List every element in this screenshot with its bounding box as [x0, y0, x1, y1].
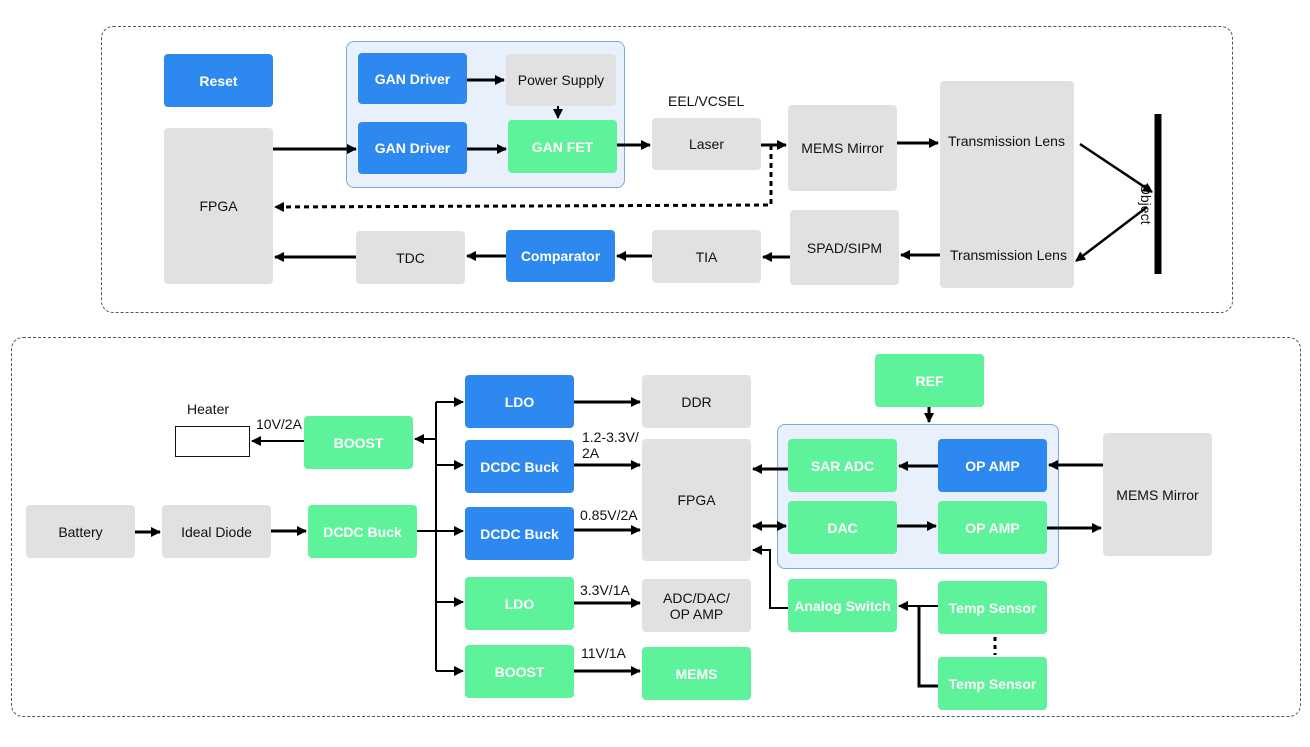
mems-block: MEMS [642, 647, 751, 700]
spad-block: SPAD/SIPM [790, 210, 899, 285]
ldo-ddr-block: LDO [465, 375, 574, 428]
ddr-block: DDR [642, 375, 751, 428]
rail-4-label: 11V/1A [581, 645, 626, 661]
adc-dac-opamp-block: ADC/DAC/ OP AMP [642, 579, 751, 632]
comparator-block: Comparator [506, 230, 615, 282]
op-amp-1-block: OP AMP [938, 439, 1047, 492]
transmission-lens-1-label: Transmission Lens [948, 133, 1065, 149]
wire-laser-feedback [274, 145, 773, 212]
fpga-block: FPGA [164, 128, 273, 284]
rail-2-label: 0.85V/2A [580, 507, 638, 523]
laser-block: Laser [652, 118, 761, 170]
heater-label: Heater [187, 401, 230, 417]
gan-driver-1-block: GAN Driver [358, 53, 467, 104]
reset-block: Reset [164, 54, 273, 107]
rail-1-label: 1.2-3.3V/ 2A [582, 429, 639, 461]
transmission-lens-2-label: Transmission Lens [950, 247, 1067, 263]
battery-block: Battery [26, 505, 135, 558]
tdc-block: TDC [356, 231, 465, 284]
wire-temp2-switch [917, 606, 938, 688]
mems-mirror-bottom-block: MEMS Mirror [1103, 433, 1212, 556]
op-amp-2-block: OP AMP [938, 501, 1047, 554]
fpga-bottom-block: FPGA [642, 439, 751, 561]
bottom-section-frame [11, 337, 1301, 717]
transmission-lens-block [940, 81, 1074, 288]
gan-fet-block: GAN FET [508, 120, 617, 173]
wire-switch-fpga [752, 545, 788, 609]
rail-3-label: 3.3V/1A [580, 582, 630, 598]
wire-lens-object [1079, 142, 1153, 194]
top-section-frame [101, 26, 1233, 313]
heater-block [175, 426, 250, 457]
temp-sensor-2-block: Temp Sensor [938, 657, 1047, 710]
ref-block: REF [875, 354, 984, 407]
ldo-adc-block: LDO [465, 577, 574, 630]
temp-sensor-1-block: Temp Sensor [938, 581, 1047, 634]
analog-switch-block: Analog Switch [788, 579, 897, 632]
heater-rating-label: 10V/2A [256, 416, 302, 432]
dcdc-buck-2-block: DCDC Buck [465, 507, 574, 560]
power-supply-block: Power Supply [506, 54, 616, 106]
dcdc-main-block: DCDC Buck [308, 505, 417, 558]
gan-driver-2-block: GAN Driver [358, 122, 467, 174]
tia-block: TIA [652, 230, 761, 283]
boost-heater-block: BOOST [304, 416, 413, 469]
dac-block: DAC [788, 501, 897, 554]
wire-object-lens [1075, 206, 1148, 262]
mems-mirror-top-block: MEMS Mirror [788, 105, 897, 191]
ideal-diode-block: Ideal Diode [162, 505, 271, 558]
laser-type-label: EEL/VCSEL [668, 93, 745, 109]
boost-mems-block: BOOST [465, 645, 574, 698]
dcdc-buck-1-block: DCDC Buck [465, 440, 574, 493]
sar-adc-block: SAR ADC [788, 439, 897, 492]
